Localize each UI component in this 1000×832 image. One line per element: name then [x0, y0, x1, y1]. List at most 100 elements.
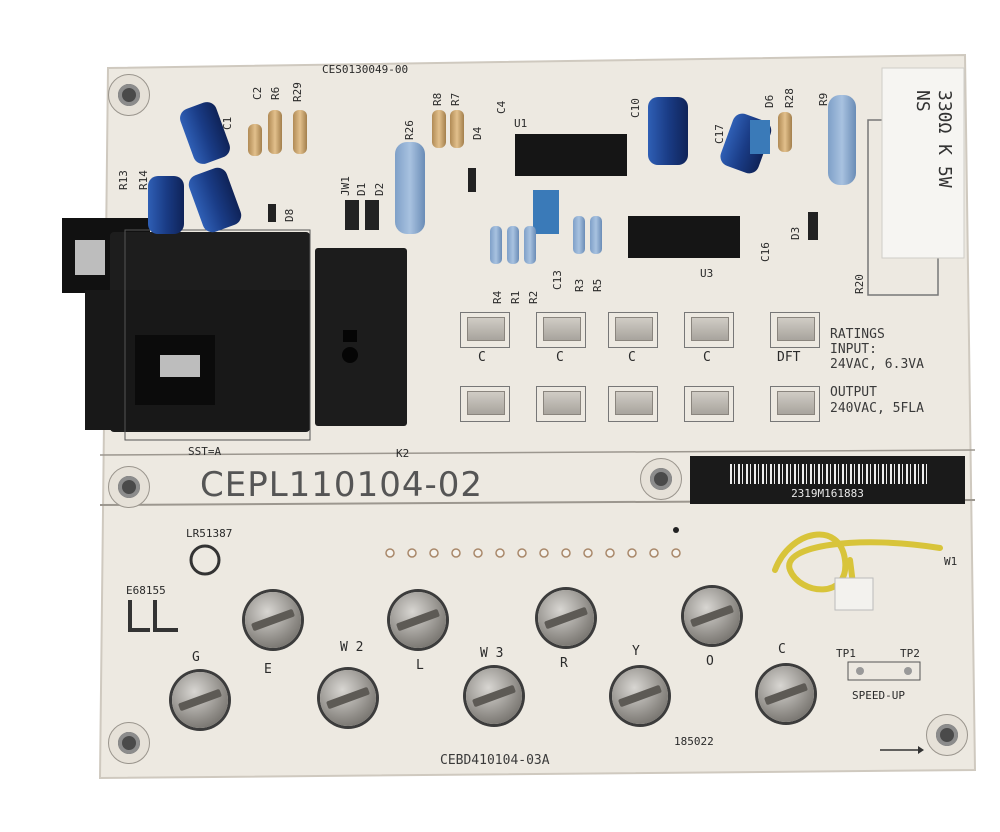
terminal-label-r: R [560, 656, 568, 671]
silk-r2: R2 [527, 290, 540, 304]
resistors [248, 95, 856, 264]
lot-code: 185022 [674, 735, 714, 748]
connector-tab[interactable] [460, 312, 510, 348]
silk-c10: C10 [629, 98, 642, 118]
silk-r8: R8 [431, 92, 444, 106]
silk-r5: R5 [591, 278, 604, 292]
screw-terminal-c[interactable] [758, 666, 814, 722]
tp1-label: TP1 [836, 647, 856, 660]
bottom-part-number: CEBD410104-03A [440, 753, 550, 768]
silk-r7: R7 [449, 92, 462, 106]
relay-k1 [62, 218, 311, 441]
silk-r13: R13 [117, 170, 130, 190]
diodes [268, 168, 818, 240]
ratings-title: RATINGS [830, 327, 885, 342]
relay-k1-label: SST=A [188, 445, 222, 458]
tp2-label: TP2 [900, 647, 920, 660]
silk-c2: C2 [251, 86, 264, 100]
csa-code: LR51387 [186, 527, 233, 540]
silk-c4: C4 [495, 100, 508, 114]
mounting-hole [108, 466, 150, 508]
terminal-label-g: G [192, 650, 200, 665]
pcb-substrate [98, 53, 977, 780]
connector-label: C [478, 350, 486, 365]
connector-label: C [628, 350, 636, 365]
connector-tab[interactable] [460, 386, 510, 422]
top-part-number: CES0130049-00 [322, 63, 409, 76]
silk-r3: R3 [573, 278, 586, 292]
silk-c13: C13 [551, 270, 564, 290]
mounting-hole [108, 74, 150, 116]
silk-r28: R28 [783, 88, 796, 108]
terminal-label-c: C [778, 642, 786, 657]
screw-terminal-r[interactable] [538, 590, 594, 646]
silk-jw1: JW1 [339, 176, 352, 196]
barcode-label: 2319M161883 [690, 456, 965, 504]
pin-row [385, 548, 681, 558]
silk-d2: D2 [373, 182, 386, 196]
connector-tab[interactable] [608, 312, 658, 348]
testpoint-box [847, 661, 921, 681]
screw-terminal-w3[interactable] [466, 668, 522, 724]
mounting-hole [108, 722, 150, 764]
ul-code: E68155 [126, 584, 166, 597]
silk-r14: R14 [137, 170, 150, 190]
silk-c16: C16 [759, 242, 772, 262]
connector-tab[interactable] [608, 386, 658, 422]
silk-d3: D3 [789, 226, 802, 240]
power-resistor-label: 330Ω K 5W NS [912, 90, 955, 188]
main-part-number: CEPL110104-02 [200, 465, 483, 505]
terminal-label-o: O [706, 654, 714, 669]
mounting-hole [640, 458, 682, 500]
ul-mark [128, 600, 178, 632]
relay-k2-label: K2 [396, 447, 410, 460]
relay-k2 [315, 248, 407, 426]
connector-label: C [556, 350, 564, 365]
screw-terminal-e[interactable] [245, 592, 301, 648]
csa-mark [189, 544, 221, 576]
connector-tab[interactable] [684, 312, 734, 348]
silk-r20: R20 [853, 274, 866, 294]
silk-r29: R29 [291, 82, 304, 102]
silk-d4: D4 [471, 126, 484, 140]
ratings-output-value: 240VAC, 5FLA [830, 401, 924, 416]
serial-number: 2319M161883 [791, 487, 864, 500]
screw-terminal-w2[interactable] [320, 670, 376, 726]
ratings-input-label: INPUT: [830, 342, 877, 357]
silk-r26: R26 [403, 120, 416, 140]
screw-terminal-g[interactable] [172, 672, 228, 728]
speed-up-label: SPEED-UP [852, 689, 905, 702]
connector-tab[interactable] [770, 312, 820, 348]
silk-d6: D6 [763, 94, 776, 108]
silk-r9: R9 [817, 92, 830, 106]
terminal-label-y: Y [632, 644, 640, 659]
connector-label: C [703, 350, 711, 365]
connector-tab[interactable] [536, 386, 586, 422]
power-resistor-330ohm [867, 67, 965, 296]
silk-r6: R6 [269, 86, 282, 100]
silk-r4: R4 [491, 290, 504, 304]
terminal-label-w2: W 2 [340, 640, 364, 655]
barcode-icon [730, 464, 930, 484]
silk-w1: W1 [944, 555, 958, 568]
ic-u1 [515, 134, 627, 176]
connector-tab[interactable] [536, 312, 586, 348]
silk-c17: C17 [713, 124, 726, 144]
silk-r1: R1 [509, 290, 522, 304]
mounting-hole [926, 714, 968, 756]
silk-u3: U3 [700, 267, 714, 280]
connector-tab[interactable] [684, 386, 734, 422]
terminal-label-l: L [416, 658, 424, 673]
silk-c1: C1 [221, 116, 234, 130]
connector-tab[interactable] [770, 386, 820, 422]
silk-d8: D8 [283, 208, 296, 222]
screw-terminal-l[interactable] [390, 592, 446, 648]
screw-terminal-y[interactable] [612, 668, 668, 724]
terminal-label-e: E [264, 662, 272, 677]
ic-u3 [628, 216, 740, 258]
connector-label: DFT [777, 350, 801, 365]
screw-terminal-o[interactable] [684, 588, 740, 644]
silk-d1: D1 [355, 182, 368, 196]
